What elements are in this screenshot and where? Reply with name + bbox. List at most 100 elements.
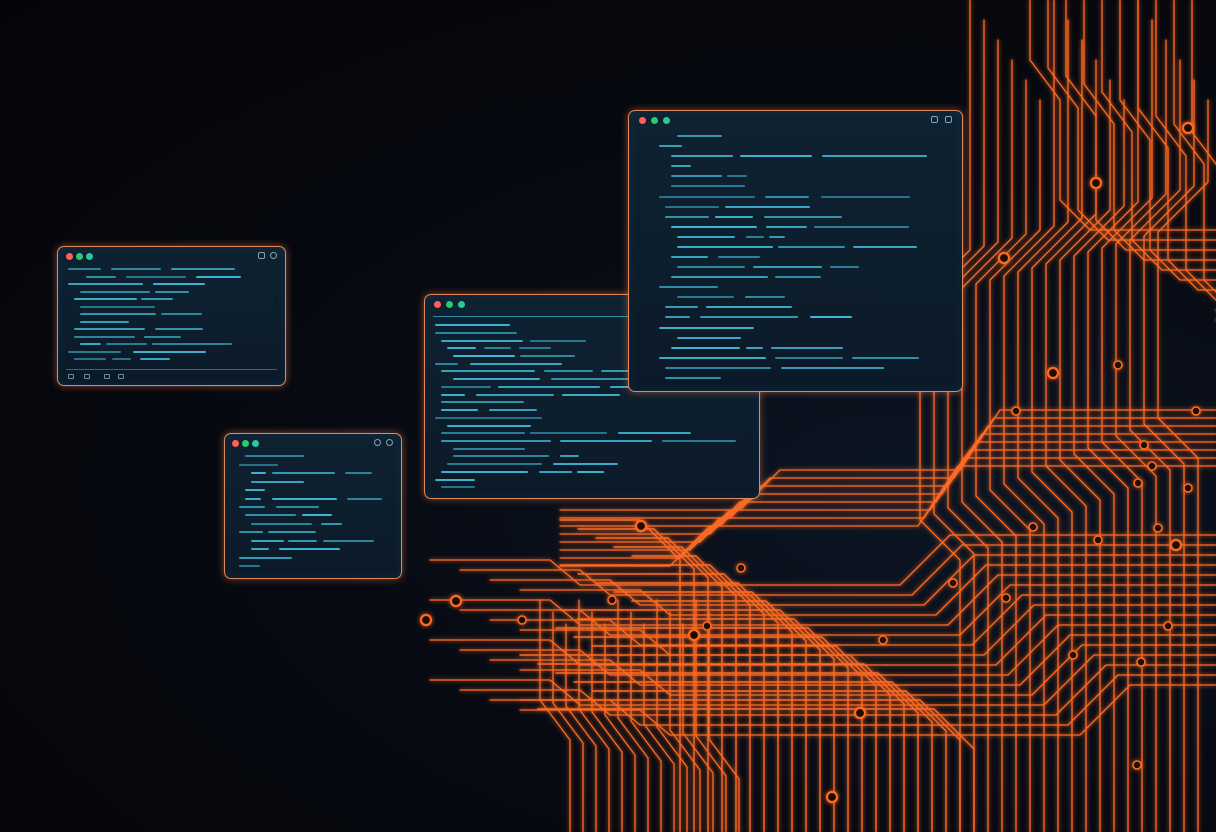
circuit-trace <box>578 599 610 832</box>
code-line <box>447 424 531 427</box>
minimize-dot[interactable] <box>651 117 658 124</box>
circuit-trace <box>1143 79 1195 832</box>
code-line <box>453 355 516 357</box>
code-line <box>143 335 182 338</box>
code-line <box>112 358 132 361</box>
circuit-trace <box>429 574 1216 626</box>
code-line <box>724 205 811 208</box>
code-line <box>665 215 709 218</box>
code-line <box>677 296 735 299</box>
minimize-dot[interactable] <box>446 301 453 308</box>
code-line <box>851 356 920 359</box>
maximize-dot[interactable] <box>458 301 465 308</box>
code-line <box>561 393 621 396</box>
circuit-trace <box>1115 39 1167 832</box>
code-line <box>529 339 586 342</box>
circuit-trace <box>1083 0 1216 261</box>
circuit-node <box>1133 478 1143 488</box>
code-line <box>125 275 187 278</box>
code-line <box>778 245 846 248</box>
maximize-dot[interactable] <box>663 117 670 124</box>
minimize-dot[interactable] <box>76 253 83 260</box>
code-line <box>538 470 573 473</box>
circuit-trace <box>1101 0 1216 271</box>
maximize-dot[interactable] <box>86 253 93 260</box>
code-line <box>245 489 265 492</box>
code-line <box>665 316 691 319</box>
circuit-trace <box>559 441 1216 543</box>
circuit-trace <box>656 599 688 832</box>
circuit-trace <box>537 663 905 832</box>
close-icon[interactable] <box>945 116 952 123</box>
minimize-icon[interactable] <box>374 439 381 446</box>
code-line <box>488 409 537 412</box>
code-line <box>753 266 822 269</box>
code-line <box>141 298 174 301</box>
code-line <box>68 268 102 270</box>
code-line <box>140 358 170 361</box>
code-line <box>346 497 383 500</box>
circuit-node <box>1163 621 1173 631</box>
code-line <box>677 245 773 248</box>
circuit-trace <box>604 623 636 832</box>
code-line <box>665 376 722 379</box>
code-area <box>659 131 954 383</box>
circuit-node <box>997 251 1011 265</box>
circuit-trace <box>643 623 675 832</box>
circuit-trace <box>459 544 1216 596</box>
circuit-trace <box>559 465 1216 567</box>
circuit-trace <box>559 449 1216 551</box>
terminal-icon[interactable] <box>68 374 74 379</box>
circuit-trace <box>559 409 1216 511</box>
close-icon[interactable] <box>386 439 393 446</box>
circuit-node <box>1191 406 1201 416</box>
editor-window-left <box>57 246 286 386</box>
code-line <box>251 539 284 542</box>
circuit-trace <box>577 573 765 832</box>
close-dot[interactable] <box>232 440 239 447</box>
code-line <box>766 225 808 228</box>
code-line <box>659 356 766 359</box>
code-line <box>559 455 580 458</box>
circuit-trace <box>933 19 985 832</box>
maximize-dot[interactable] <box>252 440 259 447</box>
close-dot[interactable] <box>66 253 73 260</box>
code-line <box>519 355 576 357</box>
minimize-icon[interactable] <box>258 252 265 259</box>
close-dot[interactable] <box>639 117 646 124</box>
circuit-trace <box>559 457 1216 559</box>
code-line <box>453 378 541 381</box>
code-line <box>700 316 799 319</box>
circuit-trace <box>555 627 849 832</box>
code-line <box>726 175 747 178</box>
code-line <box>441 401 524 404</box>
circuit-trace <box>519 699 961 832</box>
code-line <box>239 531 263 534</box>
circuit-trace <box>591 645 877 832</box>
branch-icon[interactable] <box>84 374 90 379</box>
code-line <box>441 409 479 412</box>
code-line <box>251 480 305 483</box>
circuit-trace <box>555 672 919 832</box>
close-icon[interactable] <box>270 252 277 259</box>
circuit-trace <box>1017 19 1069 832</box>
circuit-trace <box>631 555 737 832</box>
circuit-trace <box>591 611 623 832</box>
circuit-trace <box>617 599 649 832</box>
circuit-trace <box>669 611 701 832</box>
comment-icon[interactable] <box>104 374 110 379</box>
minimize-dot[interactable] <box>242 440 249 447</box>
code-line <box>435 324 510 327</box>
circuit-node <box>825 790 839 804</box>
circuit-node <box>1169 538 1183 552</box>
code-line <box>111 268 161 270</box>
code-line <box>810 316 852 319</box>
close-dot[interactable] <box>434 301 441 308</box>
restore-icon[interactable] <box>931 116 938 123</box>
circuit-trace <box>1047 0 1216 241</box>
circuit-node <box>1011 406 1021 416</box>
circuit-trace <box>519 564 1216 616</box>
code-line <box>781 366 884 369</box>
settings-icon[interactable] <box>118 374 124 379</box>
circuit-node <box>1147 461 1157 471</box>
